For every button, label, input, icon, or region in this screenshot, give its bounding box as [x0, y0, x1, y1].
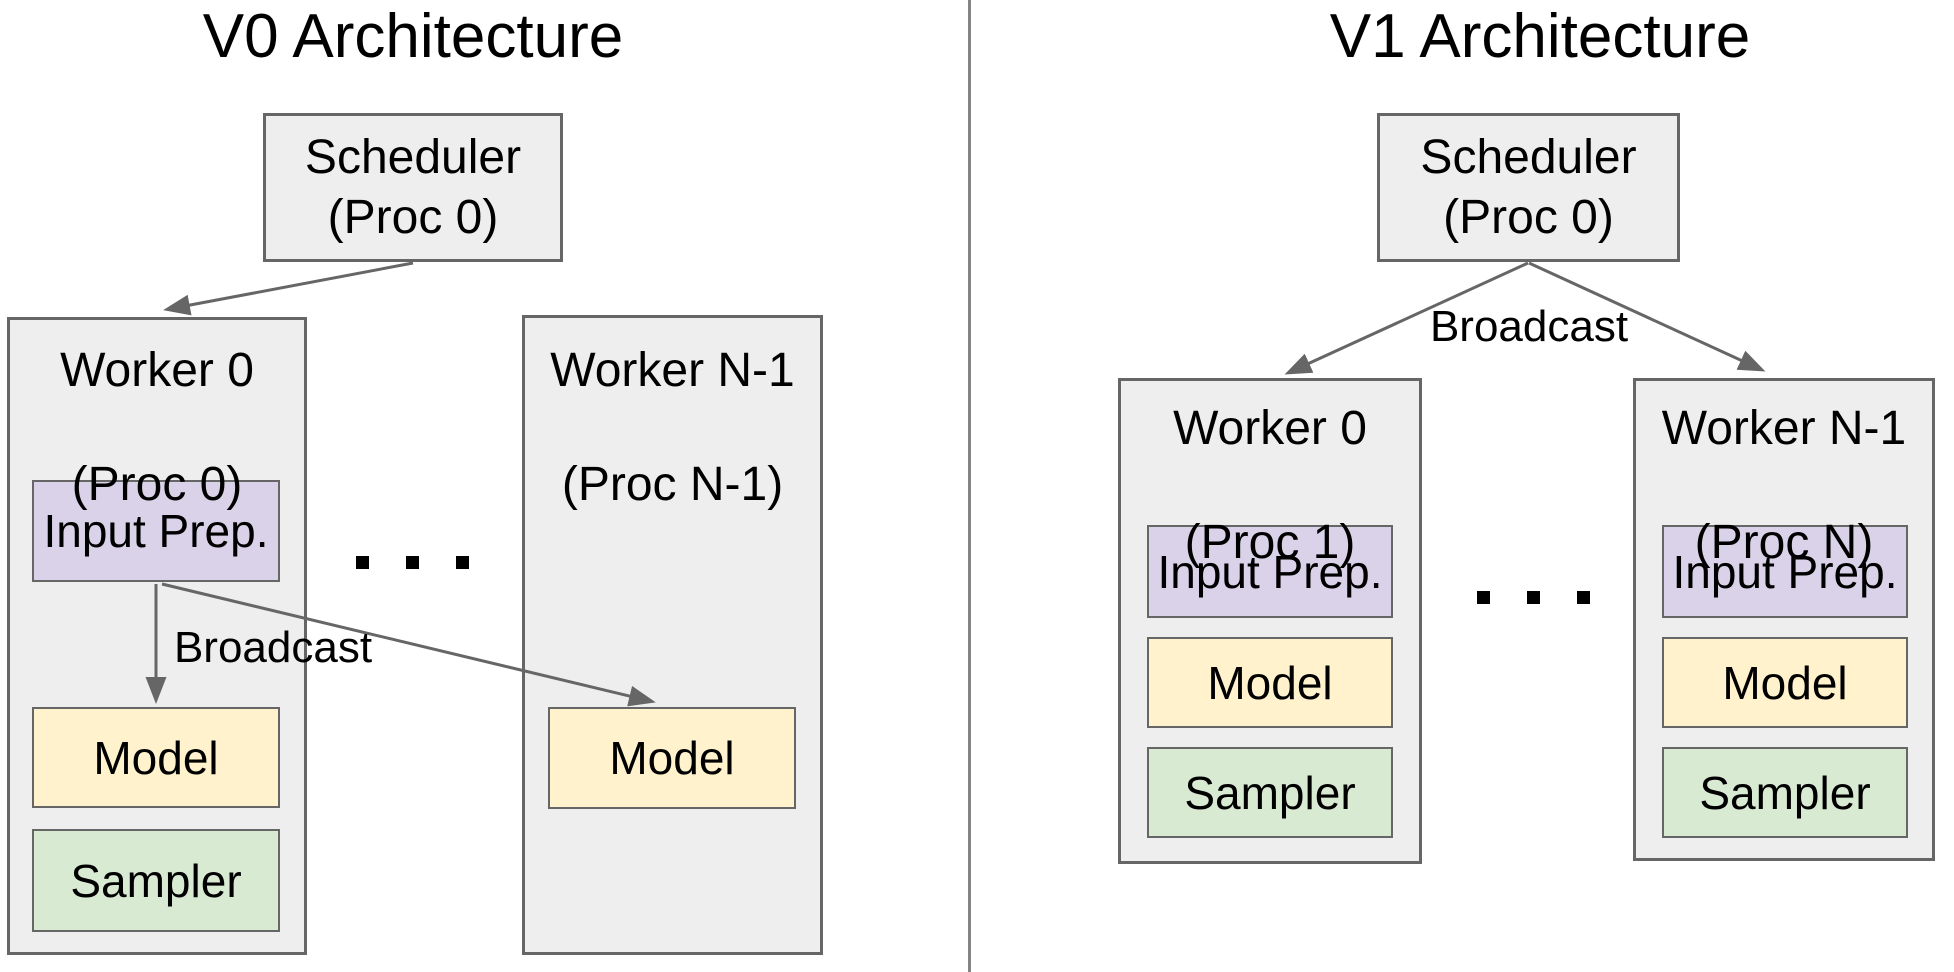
v1-worker0-input-prep-box: Input Prep.: [1147, 525, 1393, 618]
input-prep-label: Input Prep.: [1157, 545, 1383, 598]
v1-worker0-title-line1: Worker 0: [1173, 402, 1367, 455]
model-label: Model: [93, 731, 219, 784]
v1-workerN-title: Worker N-1 (Proc N): [1633, 400, 1935, 571]
v0-scheduler-box: Scheduler (Proc 0): [263, 113, 563, 262]
v1-scheduler-label-line2: (Proc 0): [1443, 190, 1614, 244]
v1-workerN-title-line2: (Proc N): [1694, 516, 1874, 569]
v1-broadcast-label: Broadcast: [1429, 302, 1629, 351]
ellipsis-dot: [406, 556, 419, 569]
v1-worker0-title-line2: (Proc 1): [1184, 516, 1356, 569]
v0-scheduler-label-line2: (Proc 0): [327, 190, 499, 244]
v0-worker0-model-box: Model: [32, 707, 280, 808]
v0-broadcast-label: Broadcast: [173, 623, 373, 672]
v0-worker0-input-prep-box: Input Prep.: [32, 480, 280, 582]
v1-workerN-input-prep-box: Input Prep.: [1662, 525, 1908, 618]
v1-workerN-title-line1: Worker N-1: [1661, 402, 1907, 455]
v1-scheduler-box: Scheduler (Proc 0): [1377, 113, 1680, 262]
v0-workerN-model-box: Model: [548, 707, 796, 809]
sampler-label: Sampler: [1184, 766, 1356, 819]
v0-worker0-sampler-box: Sampler: [32, 829, 280, 932]
v1-workerN-sampler-box: Sampler: [1662, 747, 1908, 838]
v1-worker0-sampler-box: Sampler: [1147, 747, 1393, 838]
v1-ellipsis: [1477, 591, 1590, 604]
sampler-label: Sampler: [1699, 766, 1871, 819]
v0-workerN-title-line1: Worker N-1: [550, 344, 795, 397]
ellipsis-dot: [1577, 591, 1590, 604]
v1-scheduler-label-line1: Scheduler: [1420, 130, 1637, 184]
input-prep-label: Input Prep.: [1672, 545, 1898, 598]
model-label: Model: [609, 732, 735, 784]
v0-workerN-title-line2: (Proc N-1): [561, 458, 784, 511]
v0-worker0-title-line1: Worker 0: [60, 344, 254, 397]
ellipsis-dot: [456, 556, 469, 569]
model-label: Model: [1207, 656, 1333, 709]
panel-divider: [968, 0, 971, 972]
v1-worker0-model-box: Model: [1147, 637, 1393, 728]
v1-panel-title: V1 Architecture: [1329, 2, 1751, 71]
sampler-label: Sampler: [70, 854, 242, 907]
input-prep-label: Input Prep.: [43, 505, 269, 557]
v1-workerN-model-box: Model: [1662, 637, 1908, 728]
v0-panel-title: V0 Architecture: [202, 2, 624, 71]
v0-scheduler-label-line1: Scheduler: [304, 130, 522, 184]
ellipsis-dot: [1527, 591, 1540, 604]
v0-scheduler-to-worker0-arrow: [163, 261, 414, 316]
v0-worker0-title-line2: (Proc 0): [71, 458, 243, 511]
v1-worker0-title: Worker 0 (Proc 1): [1118, 400, 1422, 571]
ellipsis-dot: [1477, 591, 1490, 604]
model-label: Model: [1722, 656, 1848, 709]
v0-ellipsis: [356, 556, 469, 569]
v0-workerN-title: Worker N-1 (Proc N-1): [522, 342, 823, 513]
v0-worker0-title: Worker 0 (Proc 0): [7, 342, 307, 513]
ellipsis-dot: [356, 556, 369, 569]
